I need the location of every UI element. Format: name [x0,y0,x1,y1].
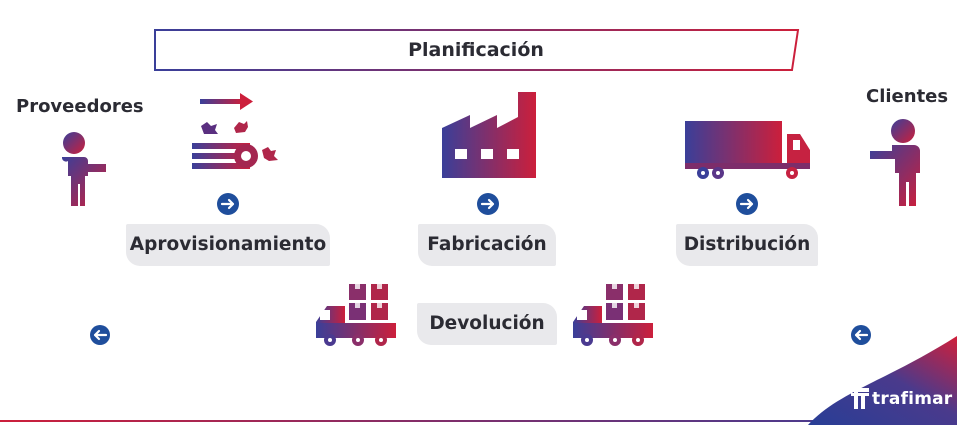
suppliers-label: Proveedores [16,96,144,117]
person-icon [870,119,920,206]
stage-distribution: Distribución [676,224,818,266]
brand-logo-icon [847,388,869,409]
stage-label: Distribución [683,234,811,255]
arrow-left-icon [90,325,110,345]
person-icon [61,132,106,206]
truck-icon [685,121,810,179]
brand-name: trafimar [872,389,953,409]
stage-label: Devolución [429,313,545,334]
arrow-right-icon [736,193,758,215]
brand-corner [808,336,957,425]
delivery-truck-icon [316,284,396,346]
arrow-right-icon [477,193,499,215]
stage-returns: Devolución [417,303,557,345]
conveyor-icon [192,93,278,169]
factory-icon [442,92,536,178]
arrow-right-icon [217,193,239,215]
stage-manufacturing: Fabricación [418,224,556,266]
stage-label: Aprovisionamiento [129,234,327,255]
planning-title: Planificación [408,39,544,61]
delivery-truck-icon [573,284,653,346]
stage-label: Fabricación [427,234,547,255]
customers-label: Clientes [866,86,949,107]
stage-procurement: Aprovisionamiento [126,224,330,266]
arrow-left-icon [851,325,871,345]
bottom-rule [0,420,957,422]
planning-banner [154,29,800,71]
